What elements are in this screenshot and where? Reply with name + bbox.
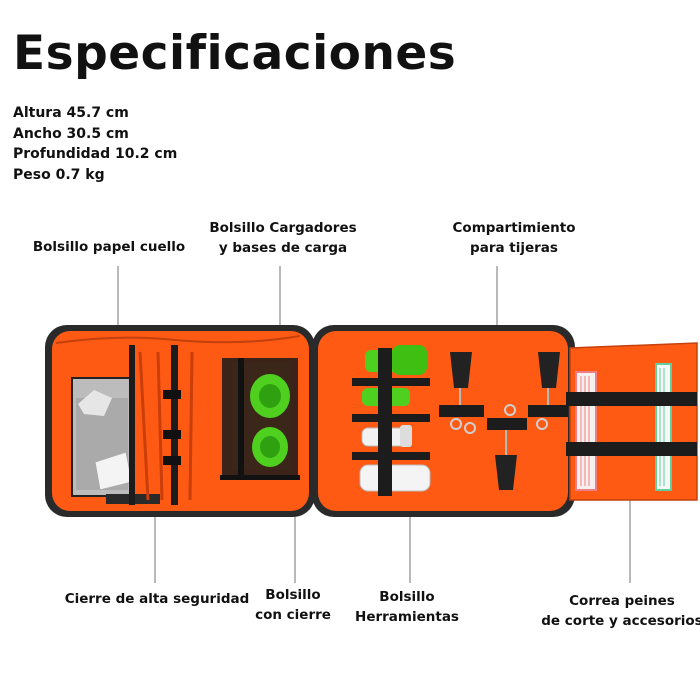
label-charger-pocket: Bolsillo Cargadores y bases de carga — [209, 220, 357, 256]
spec-weight: Peso 0.7 kg — [13, 166, 105, 183]
label-comb-strap: Correa peines de corte y accesorios — [541, 593, 700, 629]
comb-strap-top — [566, 392, 697, 406]
left-compartment — [45, 325, 315, 517]
comb-flap — [566, 342, 698, 501]
specs-list: Altura 45.7 cm Ancho 30.5 cm Profundidad… — [13, 103, 177, 185]
label-neck-paper-pocket: Bolsillo papel cuello — [32, 239, 186, 255]
spec-depth: Profundidad 10.2 cm — [13, 146, 178, 162]
spec-height: Altura 45.7 cm — [13, 105, 129, 121]
label-security-zipper: Cierre de alta seguridad — [64, 591, 250, 607]
callout-lines — [117, 266, 631, 583]
label-scissors-compartment: Compartimiento para tijeras — [452, 220, 576, 256]
charger-zip-pocket — [220, 358, 300, 480]
label-zip-pocket: Bolsillo con cierre — [255, 587, 331, 623]
tools-pocket — [352, 345, 431, 496]
pleated-pocket — [129, 345, 194, 505]
spec-width: Ancho 30.5 cm — [13, 125, 129, 142]
page-title: Especificaciones — [13, 26, 457, 81]
comb-strap-bottom — [566, 442, 697, 456]
scissors-compartment — [439, 352, 568, 490]
label-tools-pocket: Bolsillo Herramientas — [355, 589, 459, 625]
right-compartment — [312, 325, 698, 517]
